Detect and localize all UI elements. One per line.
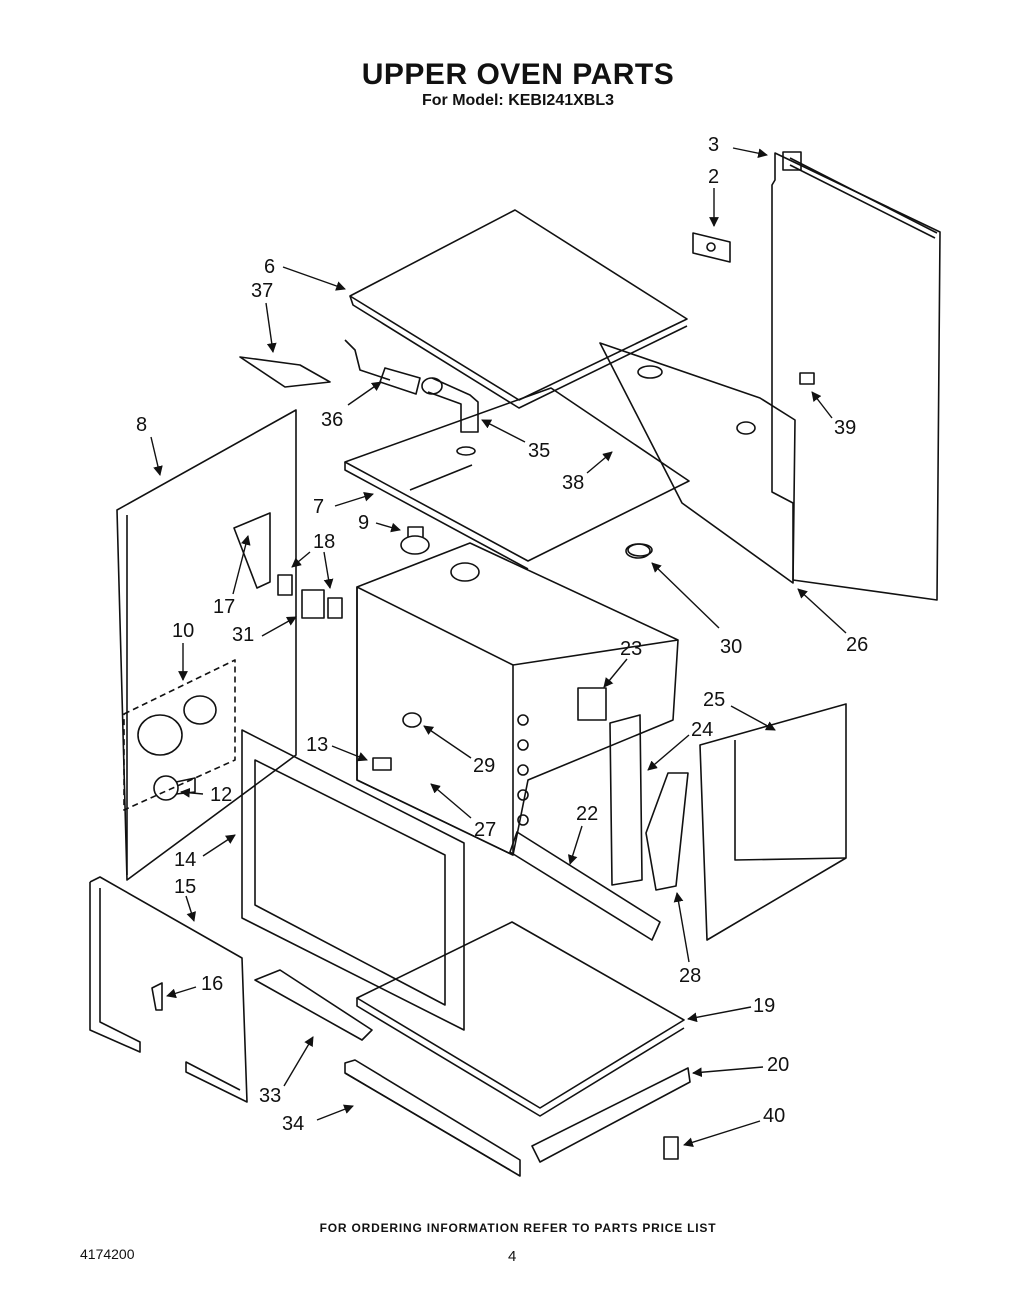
door-switch	[301, 589, 325, 619]
hinge-plate	[609, 714, 643, 886]
callout-40: 40	[763, 1105, 785, 1127]
callout-13: 13	[306, 734, 328, 756]
callout-37: 37	[251, 280, 273, 302]
gasket-clip	[151, 982, 163, 1011]
kick-plate	[344, 1059, 521, 1177]
clip	[799, 372, 815, 385]
callout-36: 36	[321, 409, 343, 431]
callout-20: 20	[767, 1054, 789, 1076]
side-panel	[116, 409, 297, 881]
switch-bracket	[277, 574, 293, 596]
callout-28: 28	[679, 965, 701, 987]
callout-15: 15	[174, 876, 196, 898]
callout-24: 24	[691, 719, 713, 741]
callout-38: 38	[562, 472, 584, 494]
model-subtitle: For Model: KEBI241XBL3	[421, 92, 615, 109]
mount-bracket	[239, 356, 331, 388]
vent-tube	[421, 377, 479, 456]
rail-clip	[663, 1136, 679, 1160]
callout-23: 23	[620, 638, 642, 660]
switch-bracket-2	[327, 597, 343, 619]
callout-31: 31	[232, 624, 254, 646]
callout-22: 22	[576, 803, 598, 825]
bottom-rail	[531, 1067, 691, 1163]
callout-27: 27	[474, 819, 496, 841]
lower-trim	[254, 969, 373, 1041]
rear-panel	[771, 151, 941, 601]
sensor-probe	[344, 339, 421, 395]
callout-10: 10	[172, 620, 194, 642]
callout-12: 12	[210, 784, 232, 806]
lamp-receptacle	[123, 659, 236, 811]
ordering-note: FOR ORDERING INFORMATION REFER TO PARTS …	[319, 1221, 717, 1235]
callout-2: 2	[708, 166, 719, 188]
front-frame	[241, 729, 465, 1031]
page-number: 4	[508, 1248, 517, 1265]
fitting	[627, 543, 653, 557]
callout-8: 8	[136, 414, 147, 436]
callout-35: 35	[528, 440, 550, 462]
door-hinge	[645, 772, 689, 891]
callout-39: 39	[834, 417, 856, 439]
top-shield	[344, 387, 690, 570]
callout-33: 33	[259, 1085, 281, 1107]
document-number: 4174200	[80, 1246, 135, 1262]
callout-18: 18	[313, 531, 335, 553]
callout-6: 6	[264, 256, 275, 278]
switch	[233, 512, 271, 589]
callout-3: 3	[708, 134, 719, 156]
latch	[372, 757, 392, 771]
callout-29: 29	[473, 755, 495, 777]
control-bracket	[577, 687, 607, 721]
page-title: UPPER OVEN PARTS	[361, 58, 675, 91]
callout-17: 17	[213, 596, 235, 618]
top-cover	[349, 209, 688, 409]
callout-19: 19	[753, 995, 775, 1017]
callout-26: 26	[846, 634, 868, 656]
door-gasket	[89, 876, 248, 1103]
thermostat	[400, 526, 430, 555]
callout-25: 25	[703, 689, 725, 711]
callout-16: 16	[201, 973, 223, 995]
side-trim-panel	[699, 703, 847, 941]
callout-34: 34	[282, 1113, 304, 1135]
side-rail	[509, 831, 661, 941]
bottom-panel	[356, 921, 685, 1117]
callout-7: 7	[313, 496, 324, 518]
back-wall	[599, 342, 796, 584]
callout-30: 30	[720, 636, 742, 658]
callout-14: 14	[174, 849, 196, 871]
oven-cavity	[356, 542, 679, 856]
callout-9: 9	[358, 512, 369, 534]
bracket	[692, 232, 731, 263]
